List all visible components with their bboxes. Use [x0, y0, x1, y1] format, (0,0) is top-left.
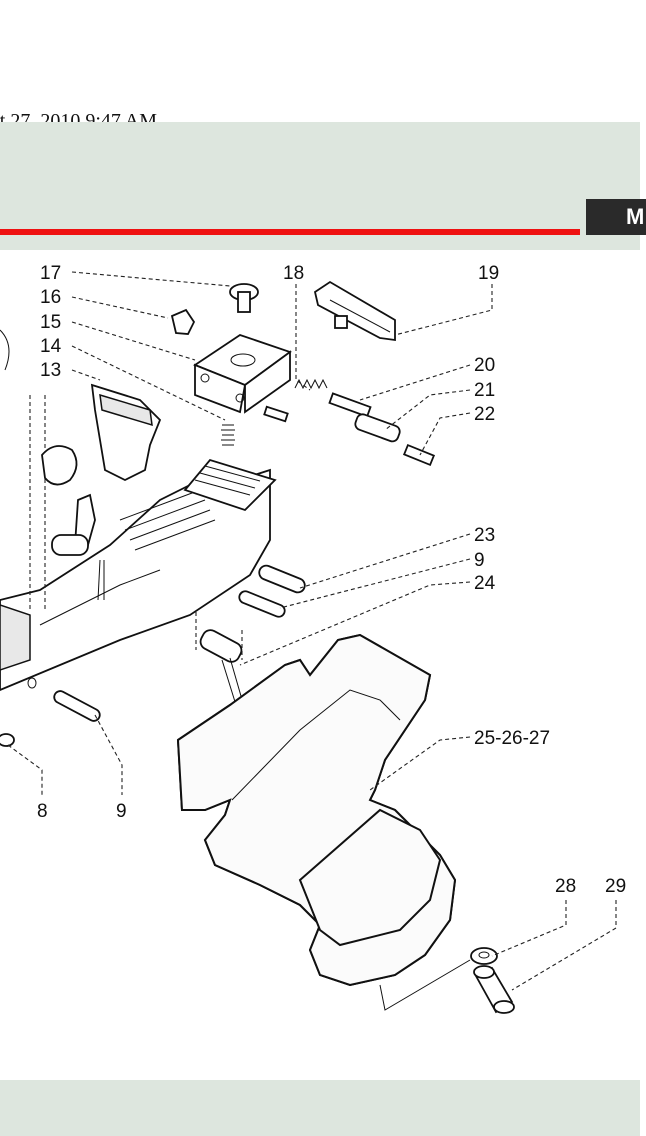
part-19-sight — [313, 280, 396, 342]
part-28-washer — [470, 947, 498, 965]
callout-20: 20 — [474, 355, 495, 376]
part-22-screw — [402, 443, 436, 467]
callout-9-lower: 9 — [116, 801, 127, 822]
part-15-block — [193, 334, 292, 414]
callout-18: 18 — [283, 263, 304, 284]
part-25-26-27-grip — [176, 633, 457, 987]
callout-23: 23 — [474, 525, 495, 546]
part-13-trigger-block — [41, 383, 162, 486]
part-9-pin-upper — [238, 590, 286, 618]
section-tab[interactable]: M — [586, 199, 646, 235]
frame-body — [0, 329, 271, 691]
callout-29: 29 — [605, 876, 626, 897]
callout-28: 28 — [555, 876, 576, 897]
part-8-screw — [0, 733, 15, 747]
callout-16: 16 — [40, 287, 61, 308]
callout-labels: 17 16 15 14 13 18 19 20 21 22 23 9 24 25… — [37, 263, 626, 897]
top-blank-area — [0, 0, 640, 122]
part-21-sleeve — [354, 413, 401, 443]
part-16-nut — [170, 308, 196, 335]
part-9-pin-lower — [53, 690, 101, 722]
callout-13: 13 — [40, 360, 61, 381]
diagram-canvas: 17 16 15 14 13 18 19 20 21 22 23 9 24 25… — [0, 263, 626, 1014]
callout-25-26-27: 25-26-27 — [474, 728, 550, 749]
callout-14: 14 — [40, 336, 62, 357]
part-23-pin — [258, 564, 306, 594]
part-14-spring — [221, 424, 235, 446]
callout-8: 8 — [37, 801, 48, 822]
assembly-bracket — [379, 959, 471, 1011]
callout-17: 17 — [40, 263, 61, 284]
leader-lines — [7, 271, 617, 991]
callout-9-upper: 9 — [474, 550, 485, 571]
red-divider — [0, 229, 580, 235]
callout-22: 22 — [474, 404, 495, 425]
part-17-screw — [229, 283, 259, 313]
callout-19: 19 — [478, 263, 499, 284]
exploded-parts-diagram: 17 16 15 14 13 18 19 20 21 22 23 9 24 25… — [0, 250, 640, 1080]
callout-21: 21 — [474, 380, 495, 401]
receiver-top — [183, 458, 277, 512]
trigger-assembly — [51, 493, 96, 556]
footer-band — [0, 1080, 640, 1136]
part-29-bushing — [473, 965, 515, 1014]
callout-15: 15 — [40, 312, 61, 333]
part-20-pin — [328, 392, 372, 418]
callout-24: 24 — [474, 573, 496, 594]
header-band — [0, 122, 640, 250]
